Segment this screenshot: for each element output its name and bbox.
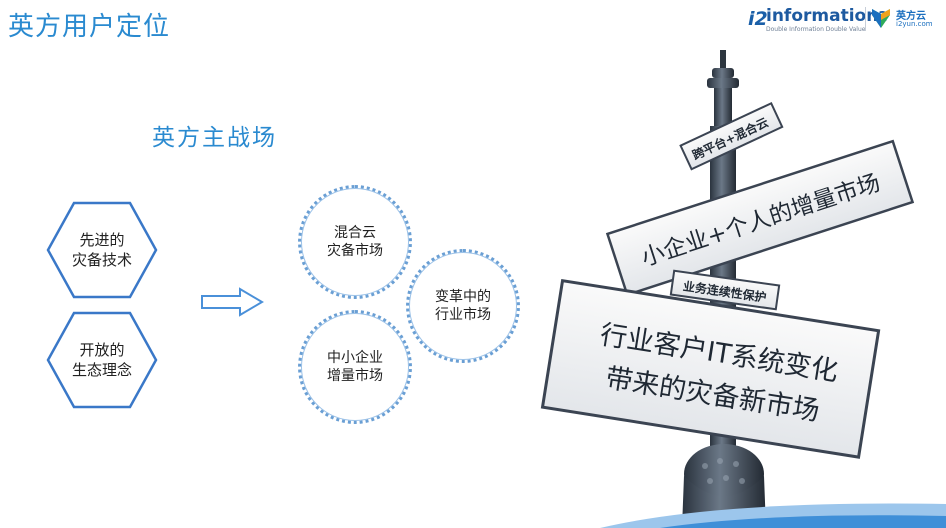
hexagon-ecosystem-label: 开放的 生态理念 (71, 341, 132, 379)
circle-sme-market: 中小企业 增量市场 (298, 310, 412, 424)
hexagon-shape-icon (46, 201, 158, 299)
circle-hybrid-cloud: 混合云 灾备市场 (298, 185, 412, 299)
right-arrow-icon (201, 287, 264, 317)
cloud-brand-url: i2yun.com (896, 20, 933, 28)
sign-upper (605, 139, 915, 297)
sign-small-top (679, 102, 784, 171)
hexagon-tech: 先进的 灾备技术 (46, 200, 158, 300)
logo-tagline: Double Information Double Value (766, 26, 866, 33)
logo-divider (865, 7, 866, 31)
circle-industry-market: 变革中的 行业市场 (406, 249, 520, 363)
hexagon-shape-icon (46, 311, 158, 409)
sign-small-middle (669, 269, 781, 311)
hexagon-tech-label: 先进的 灾备技术 (71, 231, 132, 269)
cloud-logo-icon (872, 9, 890, 28)
decorative-wave-band (600, 503, 946, 528)
cloud-brand-name: 英方云 (896, 11, 926, 22)
hexagon-ecosystem: 开放的 生态理念 (46, 310, 158, 410)
sign-lower (540, 278, 881, 459)
signpost-illustration: 跨平台+混合云 小企业+个人的增量市场 业务连续性保护 行业客户IT系统变化 带… (540, 50, 915, 528)
brand-logo: i2 information2 Double Information Doubl… (748, 4, 938, 36)
pole-finial (707, 50, 739, 128)
i2-logo-mark: i2 (748, 8, 768, 30)
slide-title: 英方用户定位 (8, 12, 171, 42)
section-subtitle: 英方主战场 (152, 125, 277, 151)
